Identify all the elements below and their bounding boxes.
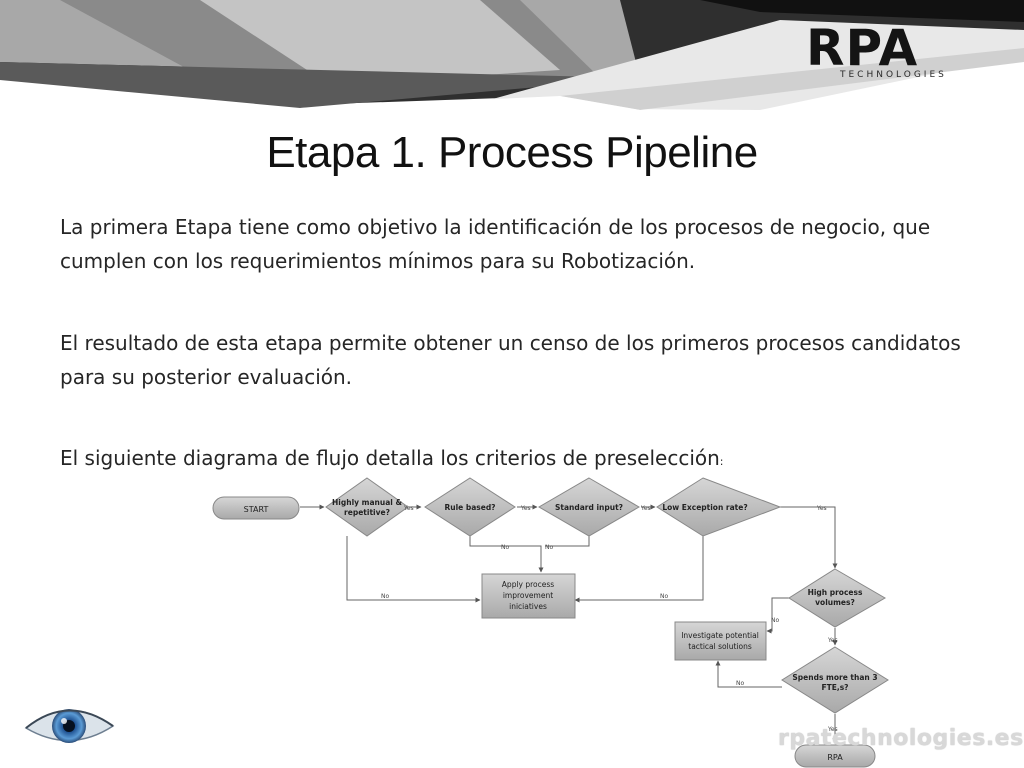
decision-high-volumes <box>788 568 886 628</box>
decision-standard-input-label: Standard input? <box>555 503 623 512</box>
decision-highly-manual <box>325 477 409 537</box>
decision-low-exception <box>656 477 782 537</box>
watermark-text: rpatechnologies.es <box>778 726 1024 751</box>
paragraph-result: El resultado de esta etapa permite obten… <box>60 331 961 389</box>
edge-label-no-1: No <box>501 544 509 551</box>
process-apply-line1: Apply process <box>502 580 554 589</box>
edge-label-yes-2: Yes <box>520 505 531 512</box>
process-apply-improvement <box>481 573 576 619</box>
page-title: Etapa 1. Process Pipeline <box>266 128 758 177</box>
edge-label-no-5: No <box>771 617 779 624</box>
decision-spends-fte-line1: Spends more than 3 <box>792 673 877 682</box>
edge-label-no-2: No <box>545 544 553 551</box>
paragraph-diagram-intro-text: El siguiente diagrama de flujo detalla l… <box>60 446 720 470</box>
decision-standard-input <box>538 477 640 537</box>
edge-label-yes-6: Yes <box>827 726 838 733</box>
edge-label-yes-4: Yes <box>816 505 827 512</box>
paragraph-diagram-intro: El siguiente diagrama de flujo detalla l… <box>60 441 980 479</box>
edge-label-yes-1: Yes <box>403 505 414 512</box>
rpa-label: RPA <box>827 753 843 762</box>
logo-subtext: TECHNOLOGIES <box>840 70 947 80</box>
process-investigate-line2: tactical solutions <box>688 642 752 651</box>
rpa-node <box>794 744 876 768</box>
edge-label-no-6: No <box>736 680 744 687</box>
process-investigate-line1: Investigate potential <box>681 631 759 640</box>
start-label: START <box>244 505 269 514</box>
decision-highly-manual-line2: repetitive? <box>344 508 390 517</box>
header-banner <box>0 0 1024 116</box>
edge-label-no-4: No <box>660 593 668 600</box>
edge-label-yes-5: Yes <box>827 637 838 644</box>
decision-rule-based <box>424 477 516 537</box>
logo-text: RPA <box>806 19 919 77</box>
start-node <box>212 496 300 520</box>
decision-rule-based-label: Rule based? <box>444 503 495 512</box>
decision-high-volumes-line2: volumes? <box>815 598 855 607</box>
process-investigate <box>674 621 767 661</box>
eye-icon <box>24 709 115 743</box>
edge-label-yes-3: Yes <box>640 505 651 512</box>
paragraph-objective: La primera Etapa tiene como objetivo la … <box>60 215 931 273</box>
process-apply-line3: iniciatives <box>509 602 547 611</box>
decision-high-volumes-line1: High process <box>808 588 863 597</box>
decision-spends-fte <box>781 646 889 714</box>
process-apply-line2: improvement <box>503 591 553 600</box>
edge-label-no-3: No <box>381 593 389 600</box>
preselection-flowchart: START Highly manual & repetitive? Rule b… <box>212 477 889 768</box>
decision-highly-manual-line1: Highly manual & <box>332 498 402 507</box>
decision-low-exception-label: Low Exception rate? <box>662 503 747 512</box>
decision-spends-fte-line2: FTE,s? <box>821 683 848 692</box>
rpa-logo: RPA TECHNOLOGIES <box>800 20 950 84</box>
paragraph-colon: : <box>719 455 724 468</box>
